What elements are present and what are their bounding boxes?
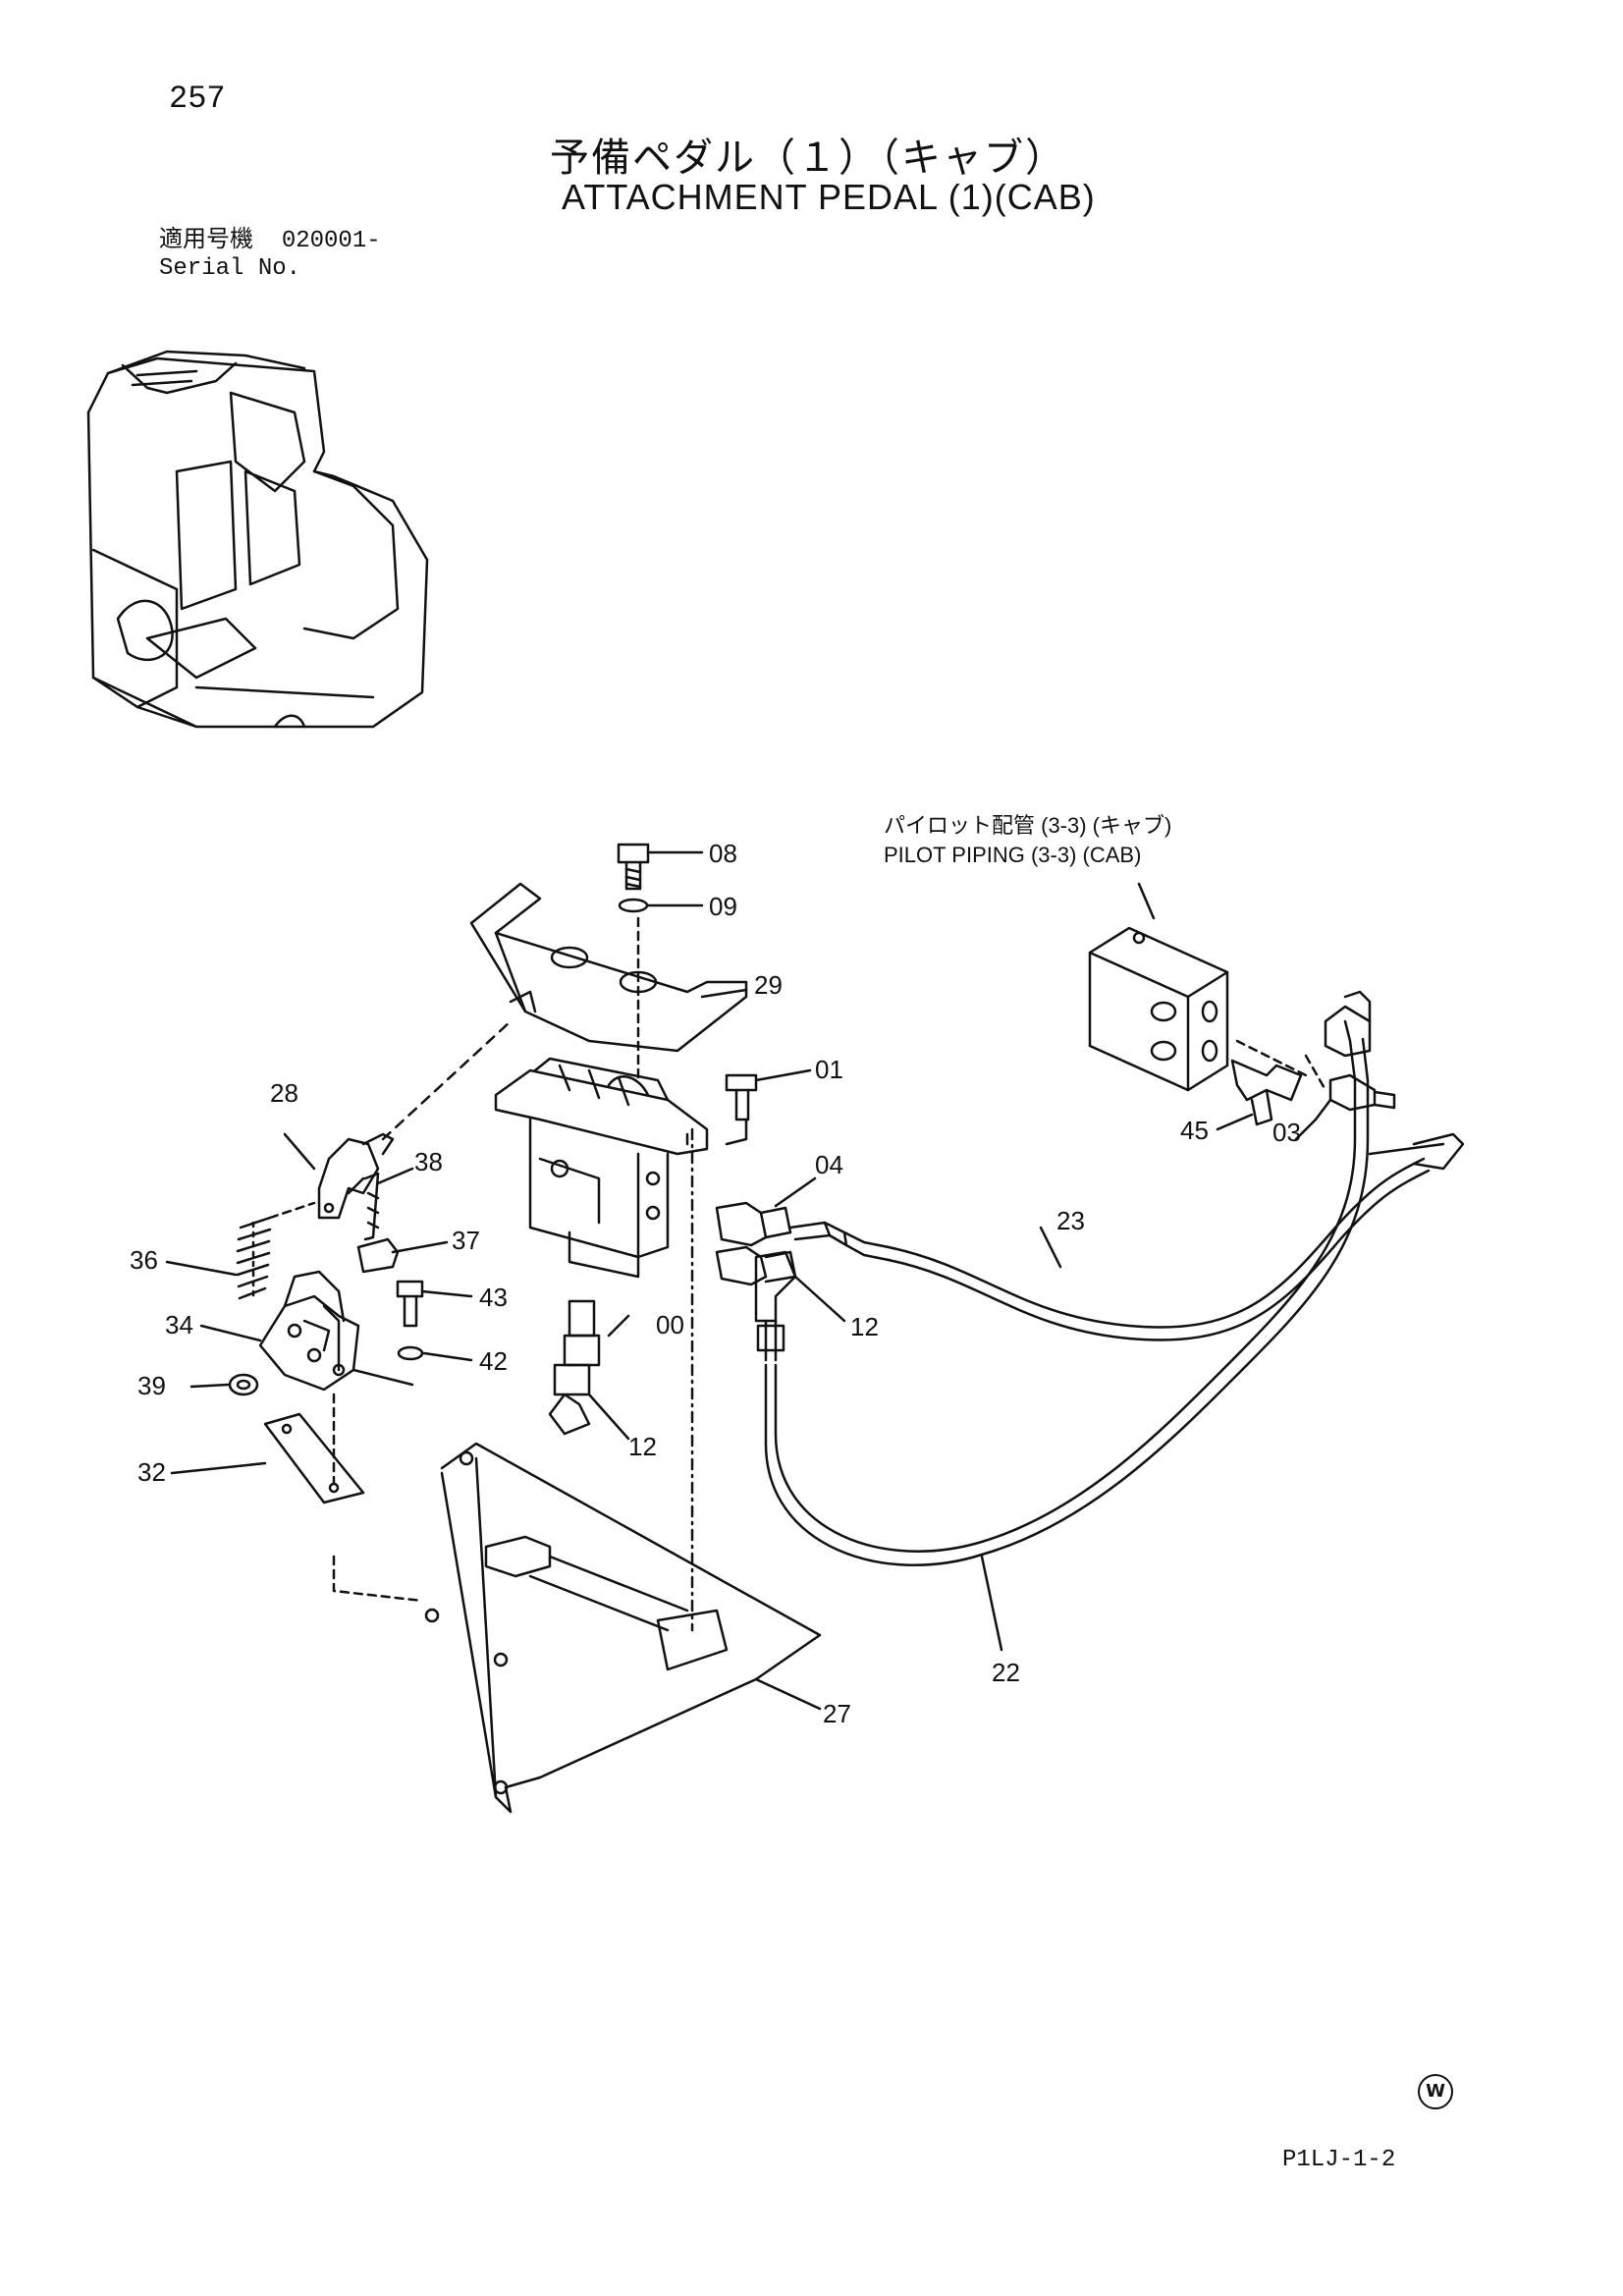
part-label-00[interactable]: 00 [656,1310,684,1339]
bolt-43 [396,1280,473,1328]
hose-22 [764,1019,1370,1652]
bolt-01 [725,1068,812,1146]
pilot-block [1088,882,1229,1092]
page-number: 257 [169,81,226,117]
fitting-03 [1294,990,1396,1141]
cab-overview-illustration [86,350,429,729]
part-label-23[interactable]: 23 [1056,1206,1085,1235]
part-label-36[interactable]: 36 [130,1245,158,1275]
part-label-43[interactable]: 43 [479,1283,508,1312]
reference-en: PILOT PIPING (3-3) (CAB) [884,843,1142,867]
leader-28 [283,1132,316,1171]
pin-37 [356,1237,449,1274]
part-labels: 08 09 29 01 28 38 04 37 36 43 34 42 39 0… [130,839,1301,1728]
washer-42 [397,1345,473,1362]
part-label-29[interactable]: 29 [754,970,783,1000]
part-label-37[interactable]: 37 [452,1226,480,1255]
washer-39 [189,1373,259,1396]
part-label-12-right[interactable]: 12 [850,1312,879,1341]
bracket-34 [199,1270,414,1392]
part-label-04[interactable]: 04 [815,1150,843,1179]
serial-label-en: Serial No. [159,255,301,282]
watermark-w-icon: W [1418,2074,1453,2109]
plate-32 [170,1393,365,1504]
leader-03 [1368,1142,1445,1156]
part-label-01[interactable]: 01 [815,1055,843,1084]
part-label-38[interactable]: 38 [414,1147,443,1176]
title-japanese: 予備ペダル（１）（キャブ） [550,136,1066,181]
serial-value: 020001- [281,228,381,254]
part-label-32[interactable]: 32 [137,1457,166,1487]
washer-09 [618,898,704,913]
part-label-39[interactable]: 39 [137,1371,166,1400]
fitting-45 [1216,1039,1308,1131]
part-label-28[interactable]: 28 [270,1078,298,1108]
leader-29 [700,988,748,999]
pedal-valve-00 [494,1057,709,1279]
part-label-03[interactable]: 03 [1272,1118,1301,1147]
part-label-42[interactable]: 42 [479,1346,508,1376]
hose-23 [788,1132,1465,1341]
spring-36 [165,1201,316,1300]
part-label-09[interactable]: 09 [709,892,737,921]
stopper-38 [363,1167,414,1241]
title-english: ATTACHMENT PEDAL (1)(CAB) [562,177,1096,217]
floor-plate-27 [332,1127,822,1814]
part-label-27[interactable]: 27 [823,1699,851,1728]
fitting-04 [715,1176,817,1286]
part-label-22[interactable]: 22 [992,1658,1020,1687]
reference-jp: パイロット配管 (3-3) (キャブ) [884,813,1172,838]
part-label-45[interactable]: 45 [1180,1116,1209,1145]
elbow-12-right [754,1250,846,1362]
bolt-08 [617,843,704,891]
pedal-cover-29 [469,882,748,1053]
drawing-code: P1LJ-1-2 [1282,2147,1396,2173]
serial-label-jp: 適用号機 [159,228,253,254]
serial-block: 適用号機 020001- Serial No. [159,228,381,283]
leader-00 [607,1314,630,1338]
part-label-08[interactable]: 08 [709,839,737,868]
elbow-12-bottom [548,1299,630,1441]
link-28 [317,1019,513,1220]
part-label-12-bottom[interactable]: 12 [628,1432,657,1461]
part-label-34[interactable]: 34 [165,1310,193,1339]
reference-label[interactable]: パイロット配管 (3-3) (キャブ) PILOT PIPING (3-3) (… [884,811,1171,870]
